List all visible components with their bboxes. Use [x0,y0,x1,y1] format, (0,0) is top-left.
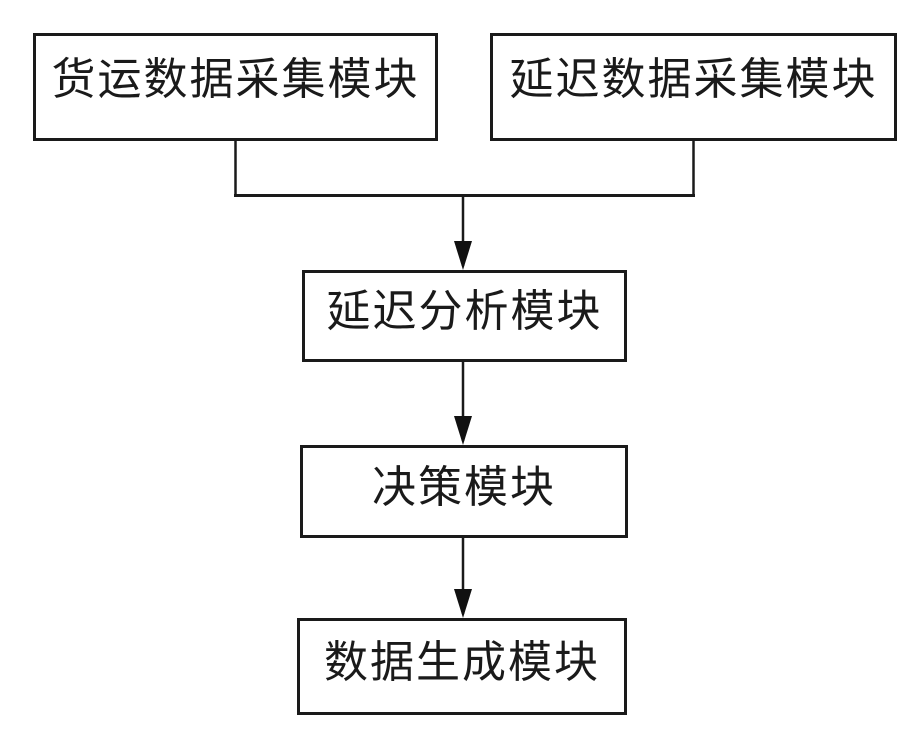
node-label-delay-data-collection: 延迟数据采集模块 [509,55,878,104]
node-data-generation: 数据生成模块 [297,618,627,715]
node-label-decision: 决策模块 [372,462,556,512]
node-decision: 决策模块 [300,445,628,538]
arrow-down-icon [454,416,472,445]
node-label-delay-analysis: 延迟分析模块 [326,287,603,336]
node-delay-analysis: 延迟分析模块 [302,270,627,362]
arrow-down-icon [454,241,472,270]
arrow-down-icon [454,589,472,618]
node-freight-data-collection: 货运数据采集模块 [33,33,438,141]
node-label-freight-data-collection: 货运数据采集模块 [51,55,420,104]
node-delay-data-collection: 延迟数据采集模块 [490,33,897,141]
node-label-data-generation: 数据生成模块 [324,637,600,687]
